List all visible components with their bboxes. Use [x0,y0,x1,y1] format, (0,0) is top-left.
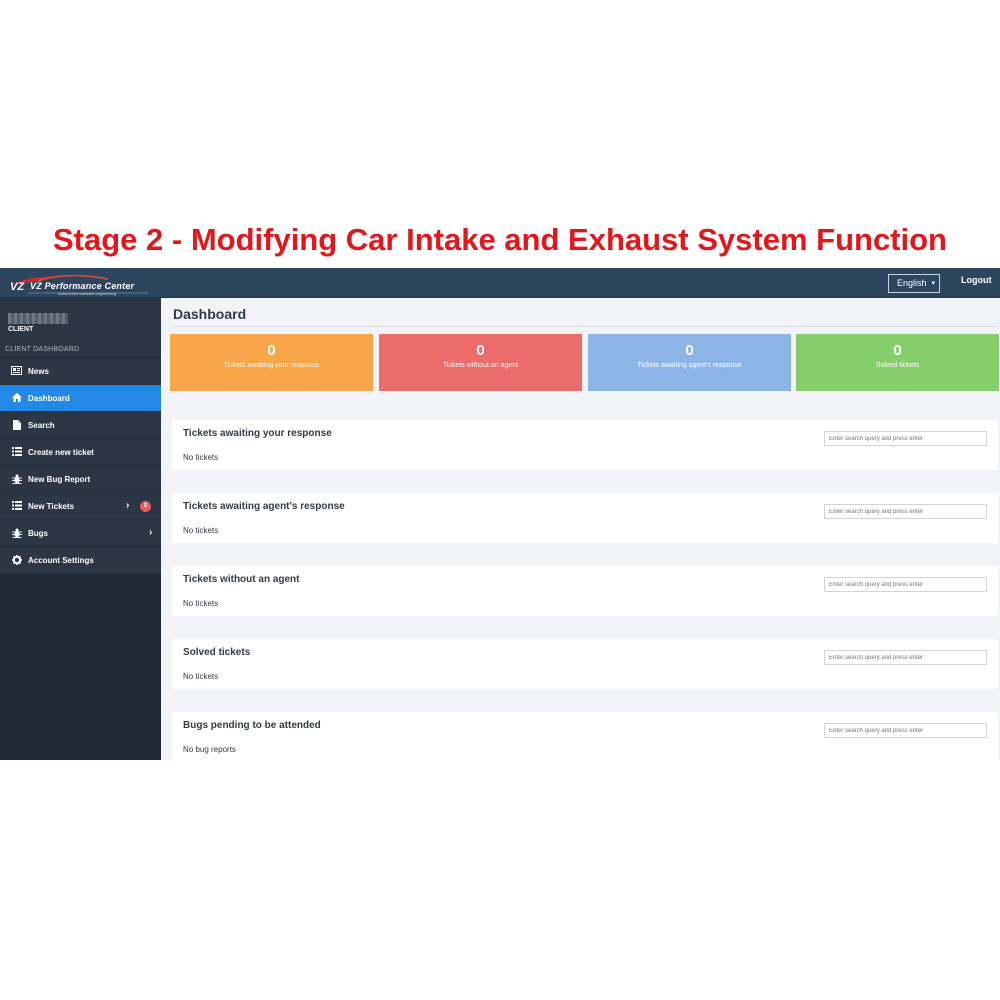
chevron-right-icon: › [126,500,130,511]
panel-empty-text: No tickets [183,526,219,535]
banner-title: Stage 2 - Modifying Car Intake and Exhau… [53,222,947,257]
panel-title: Bugs pending to be attended [183,720,321,731]
gear-icon [11,555,22,565]
search-input[interactable] [824,504,987,519]
search-input[interactable] [824,431,987,446]
title-divider [172,326,998,327]
sidebar-item-label: News [28,367,49,376]
document-icon [11,420,22,430]
panel-solved-tickets: Solved tickets No tickets [172,639,998,689]
sidebar-item-label: Search [28,421,55,430]
logo-subtitle: Automotive software engineering [58,291,117,296]
language-select[interactable]: English ▾ [888,274,940,293]
sidebar-menu: News Dashboard Search [0,357,161,573]
stat-label: Solved tickets [875,362,920,369]
panel-title: Tickets awaiting agent's response [183,501,345,512]
svg-text:VZ: VZ [10,281,25,293]
panel-title: Tickets awaiting your response [183,428,332,439]
stat-label: Tickets awaiting agent's response [637,362,742,369]
stat-value: 0 [685,342,694,359]
panel-awaiting-your-response: Tickets awaiting your response No ticket… [172,420,998,470]
sidebar-item-new-bug-report[interactable]: New Bug Report [0,465,161,492]
sidebar-item-label: Create new ticket [28,448,94,457]
brand-logo[interactable]: VZ VZ Performance Center Automotive soft… [8,271,153,296]
user-role: CLIENT [8,326,34,333]
stat-value: 0 [267,342,276,359]
sidebar-item-label: Dashboard [28,394,70,403]
panel-title: Tickets without an agent [183,574,300,585]
list-icon [11,447,22,457]
sidebar-item-account-settings[interactable]: Account Settings [0,546,161,573]
page-title: Dashboard [173,306,247,322]
sidebar-item-news[interactable]: News [0,357,161,384]
stat-value: 0 [893,342,902,359]
sidebar-item-new-tickets[interactable]: New Tickets › 0 [0,492,161,519]
panel-bugs-pending: Bugs pending to be attended No bug repor… [172,712,998,760]
main-content: Dashboard 0 Tickets awaiting your respon… [161,298,1000,760]
user-name-blurred [8,313,68,324]
sidebar-section-title: CLIENT DASHBOARD [5,346,80,353]
bug-icon [11,528,22,538]
stat-card-awaiting-your-response[interactable]: 0 Tickets awaiting your response [170,334,373,391]
app-window: VZ VZ Performance Center Automotive soft… [0,268,1000,760]
sidebar-item-label: New Bug Report [28,475,91,484]
panel-empty-text: No bug reports [183,745,236,754]
panel-empty-text: No tickets [183,672,219,681]
logout-link[interactable]: Logout [961,275,992,285]
logo-text: VZ Performance Center [30,281,135,291]
home-icon [11,393,22,403]
stat-card-without-agent[interactable]: 0 Tickets without an agent [379,334,582,391]
panel-empty-text: No tickets [183,453,219,462]
language-value: English [897,278,927,288]
stat-card-solved[interactable]: 0 Solved tickets [796,334,999,391]
stat-value: 0 [476,342,485,359]
stat-card-awaiting-agent-response[interactable]: 0 Tickets awaiting agent's response [588,334,791,391]
top-navbar: VZ VZ Performance Center Automotive soft… [0,268,1000,298]
logo-swoosh-icon: VZ [10,274,148,294]
caret-down-icon: ▾ [931,280,935,287]
panel-without-agent: Tickets without an agent No tickets [172,566,998,616]
sidebar-item-dashboard[interactable]: Dashboard [0,384,161,411]
stat-label: Tickets without an agent [442,362,519,369]
sidebar: CLIENT CLIENT DASHBOARD News Dashboard [0,298,161,760]
newspaper-icon [11,366,22,376]
sidebar-item-bugs[interactable]: Bugs › [0,519,161,546]
bug-icon [11,474,22,484]
sidebar-item-label: Bugs [28,529,48,538]
sidebar-item-label: Account Settings [28,556,94,565]
chevron-right-icon: › [149,527,153,538]
search-input[interactable] [824,577,987,592]
sidebar-item-create-ticket[interactable]: Create new ticket [0,438,161,465]
search-input[interactable] [824,723,987,738]
panel-awaiting-agent-response: Tickets awaiting agent's response No tic… [172,493,998,543]
list-icon [11,501,22,511]
search-input[interactable] [824,650,987,665]
panel-empty-text: No tickets [183,599,219,608]
sidebar-item-label: New Tickets [28,502,75,511]
sidebar-panel: CLIENT CLIENT DASHBOARD News Dashboard [0,298,161,574]
stat-label: Tickets awaiting your response [223,362,320,369]
panel-title: Solved tickets [183,647,251,658]
sidebar-item-search[interactable]: Search [0,411,161,438]
new-tickets-count-badge: 0 [140,501,151,512]
